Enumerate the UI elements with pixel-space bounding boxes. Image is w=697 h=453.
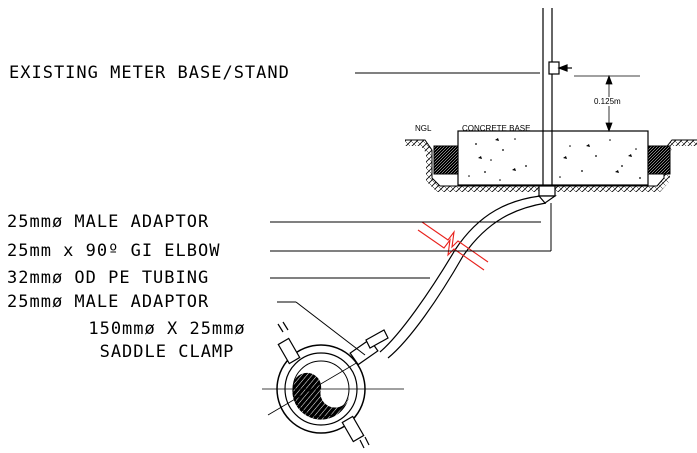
label-saddle-clamp-size: 150mmø X 25mmø: [88, 319, 246, 339]
gi-elbow-fitting: [537, 185, 557, 204]
block-left: [433, 145, 459, 175]
label-gi-elbow: 25mm x 90º GI ELBOW: [7, 241, 221, 261]
label-pe-tubing: 32mmø OD PE TUBING: [7, 268, 210, 288]
label-male-adaptor-bottom: 25mmø MALE ADAPTOR: [7, 292, 210, 312]
label-saddle-clamp: SADDLE CLAMP: [99, 342, 235, 362]
label-existing-meter-base: EXISTING METER BASE/STAND: [9, 63, 290, 83]
meter-stand-pipe: [542, 8, 572, 186]
pe-tubing: [379, 195, 547, 359]
label-concrete-base: CONCRETE BASE: [462, 124, 531, 133]
label-male-adaptor-top: 25mmø MALE ADAPTOR: [7, 212, 210, 232]
saddle-clamp: [277, 321, 389, 449]
concrete-base: [457, 130, 649, 186]
main-pipe-section: [262, 344, 404, 434]
label-ngl: NGL: [415, 124, 432, 133]
block-right: [647, 145, 671, 175]
dimension-marker: [574, 74, 640, 133]
leader-lines: [270, 72, 552, 356]
break-marks: [417, 221, 489, 271]
label-dimension: 0.125m: [594, 97, 621, 106]
